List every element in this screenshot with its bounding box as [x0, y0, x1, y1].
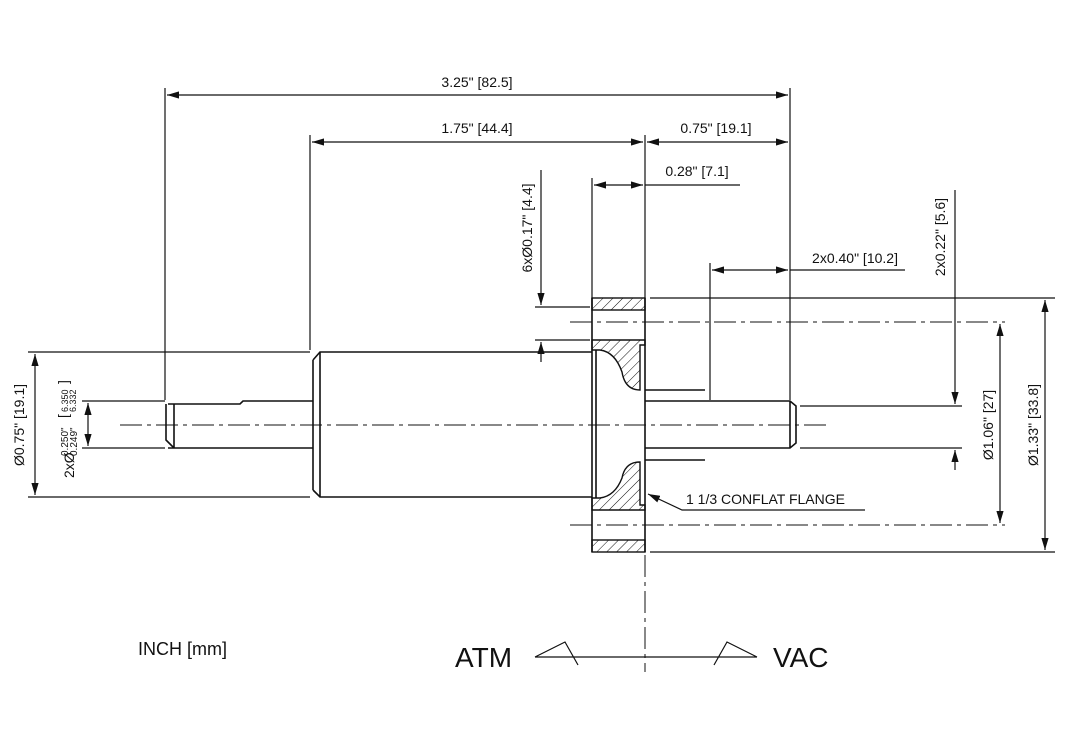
svg-text:0.249": 0.249"	[69, 427, 80, 456]
flange-label: 1 1/3 CONFLAT FLANGE	[686, 491, 845, 507]
main-shaft	[312, 351, 592, 498]
end-diameter-label: 2xØ 0.250" 0.249" [ 6.350 6.332 ]	[55, 380, 80, 478]
right-shaft-end	[645, 389, 797, 461]
atm-length-label: 1.75" [44.4]	[441, 120, 512, 136]
svg-text:[: [	[55, 414, 71, 418]
flat-depth-label: 2x0.22" [5.6]	[932, 198, 948, 276]
left-shaft-end	[165, 400, 313, 449]
shaft-diameter-label: Ø0.75" [19.1]	[11, 384, 27, 466]
bolt-holes-label: 6xØ0.17" [4.4]	[519, 183, 535, 272]
svg-text:]: ]	[55, 380, 71, 384]
vac-length-label: 0.75" [19.1]	[680, 120, 751, 136]
svg-text:2xØ: 2xØ	[61, 452, 77, 478]
svg-text:0.250": 0.250"	[60, 427, 71, 456]
svg-text:6.332: 6.332	[68, 389, 78, 412]
flange-diameter-label: Ø1.33" [33.8]	[1025, 384, 1041, 466]
flat-length-label: 2x0.40" [10.2]	[812, 250, 898, 266]
atm-label: ATM	[455, 642, 512, 673]
conflat-flange	[570, 297, 1005, 553]
flange-thickness-label: 0.28" [7.1]	[665, 163, 728, 179]
overall-length-label: 3.25" [82.5]	[441, 74, 512, 90]
units-label: INCH [mm]	[138, 639, 227, 659]
dimension-lines	[28, 88, 1055, 553]
vac-label: VAC	[773, 642, 829, 673]
atm-vac-indicator	[534, 555, 758, 672]
bore-diameter-label: Ø1.06" [27]	[980, 390, 996, 460]
svg-text:6.350: 6.350	[60, 389, 70, 412]
